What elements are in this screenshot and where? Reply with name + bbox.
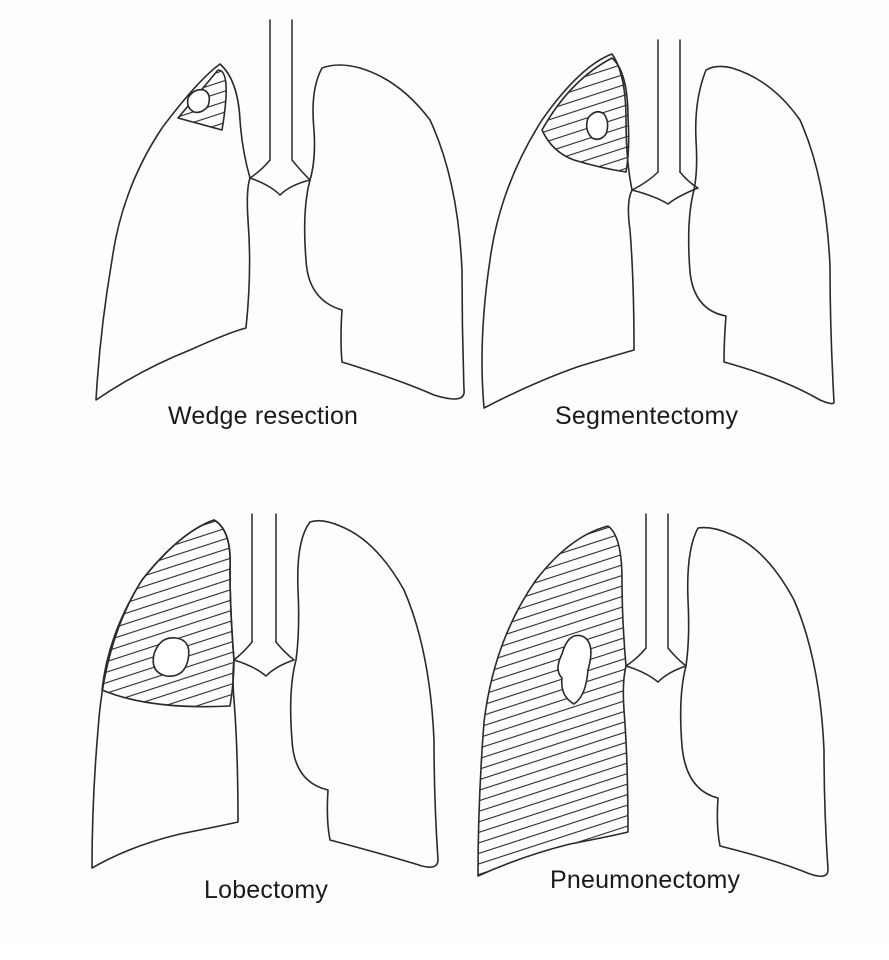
bronchi: [250, 160, 310, 195]
panel-pneumonectomy: Pneumonectomy: [450, 500, 870, 960]
trachea: [658, 40, 680, 172]
resected-region: [542, 58, 629, 172]
tumor: [587, 112, 608, 140]
panel-lobectomy: Lobectomy: [70, 500, 490, 960]
bronchi: [632, 172, 698, 204]
left-lung-outline: [291, 521, 438, 867]
tumor: [188, 90, 210, 113]
left-lung-outline: [305, 65, 464, 399]
lobectomy-lung-drawing: [70, 500, 490, 920]
resected-region: [478, 526, 628, 876]
left-lung-outline: [689, 66, 834, 403]
wedge-resection-lung-drawing: [70, 10, 490, 430]
bronchi: [234, 642, 294, 676]
trachea: [252, 514, 276, 642]
left-lung-outline: [681, 528, 828, 877]
caption-segmentectomy: Segmentectomy: [555, 402, 738, 431]
panel-segmentectomy: Segmentectomy: [450, 10, 870, 470]
trachea: [646, 514, 668, 648]
resected-region: [102, 520, 234, 707]
caption-lobectomy: Lobectomy: [204, 876, 328, 905]
caption-pneumonectomy: Pneumonectomy: [550, 866, 740, 895]
segmentectomy-lung-drawing: [450, 10, 870, 430]
caption-wedge-resection: Wedge resection: [168, 402, 358, 431]
trachea: [270, 20, 292, 160]
pneumonectomy-lung-drawing: [450, 500, 870, 920]
bronchi: [626, 648, 686, 682]
right-lung-outline: [96, 64, 250, 400]
panel-wedge-resection: Wedge resection: [70, 10, 490, 470]
